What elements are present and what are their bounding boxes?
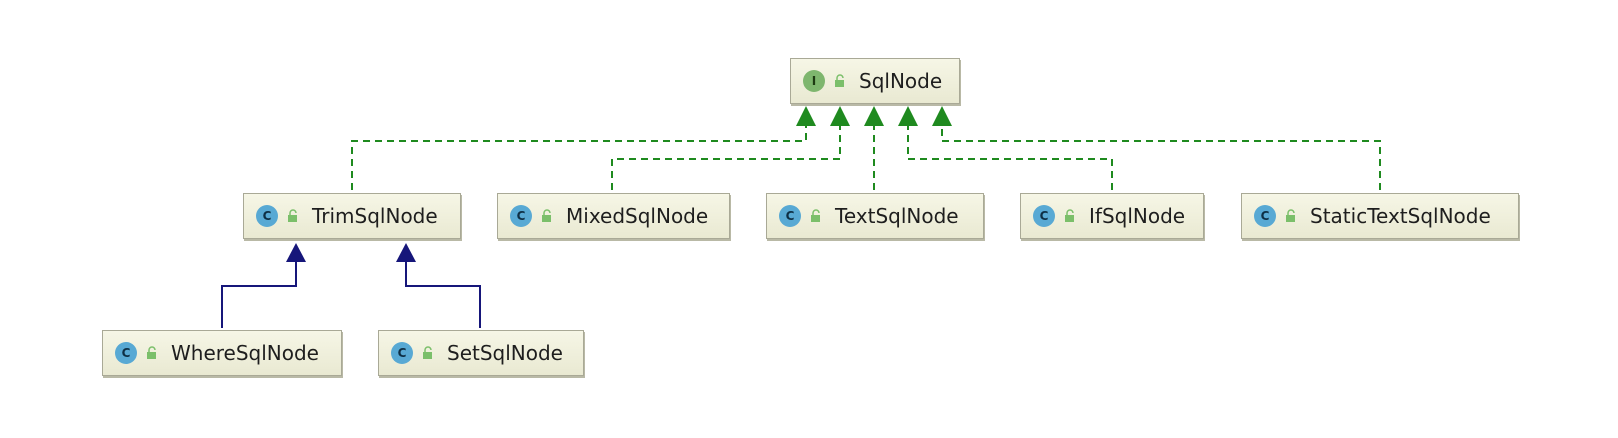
node-ifsqlnode[interactable]: C IfSqlNode	[1020, 193, 1204, 239]
arrowhead-trim	[796, 106, 816, 126]
lock-icon	[1286, 209, 1295, 222]
node-label: MixedSqlNode	[566, 204, 709, 228]
arrowhead-statictext	[932, 106, 952, 126]
edge-if-implements-sqlnode	[907, 124, 1113, 190]
class-icon: C	[115, 342, 137, 364]
edge-trim-implements-sqlnode	[351, 124, 807, 190]
class-icon: C	[256, 205, 278, 227]
lock-icon	[423, 346, 432, 359]
implements-arrowheads	[796, 106, 952, 126]
node-label: TextSqlNode	[835, 204, 959, 228]
node-setsqlnode[interactable]: C SetSqlNode	[378, 330, 584, 376]
extends-edges	[221, 260, 481, 328]
arrowhead-set	[396, 243, 416, 262]
node-trimsqlnode[interactable]: C TrimSqlNode	[243, 193, 461, 239]
edge-mixed-implements-sqlnode	[611, 124, 841, 190]
class-icon: C	[1033, 205, 1055, 227]
arrowhead-mixed	[830, 106, 850, 126]
arrowhead-where	[286, 243, 306, 262]
class-icon: C	[510, 205, 532, 227]
arrowhead-if	[898, 106, 918, 126]
node-mixedsqlnode[interactable]: C MixedSqlNode	[497, 193, 730, 239]
lock-icon	[147, 346, 156, 359]
node-label: StaticTextSqlNode	[1310, 204, 1491, 228]
lock-icon	[1065, 209, 1074, 222]
node-label: TrimSqlNode	[312, 204, 438, 228]
edge-set-extends-trim	[405, 260, 481, 328]
interface-icon: I	[803, 70, 825, 92]
class-icon: C	[779, 205, 801, 227]
arrowhead-text	[864, 106, 884, 126]
node-wheresqlnode[interactable]: C WhereSqlNode	[102, 330, 342, 376]
node-label: SetSqlNode	[447, 341, 563, 365]
class-icon: C	[1254, 205, 1276, 227]
node-label: IfSqlNode	[1089, 204, 1186, 228]
node-label: WhereSqlNode	[171, 341, 319, 365]
lock-icon	[288, 209, 297, 222]
node-sqlnode[interactable]: I SqlNode	[790, 58, 960, 104]
extends-arrowheads	[286, 243, 416, 262]
class-icon: C	[391, 342, 413, 364]
implements-edges	[351, 124, 1381, 190]
lock-icon	[811, 209, 820, 222]
edge-where-extends-trim	[221, 260, 297, 328]
edge-statictext-implements-sqlnode	[941, 124, 1381, 190]
node-statictextsqlnode[interactable]: C StaticTextSqlNode	[1241, 193, 1519, 239]
node-label: SqlNode	[859, 69, 943, 93]
lock-icon	[542, 209, 551, 222]
node-textsqlnode[interactable]: C TextSqlNode	[766, 193, 984, 239]
lock-icon	[835, 74, 844, 87]
